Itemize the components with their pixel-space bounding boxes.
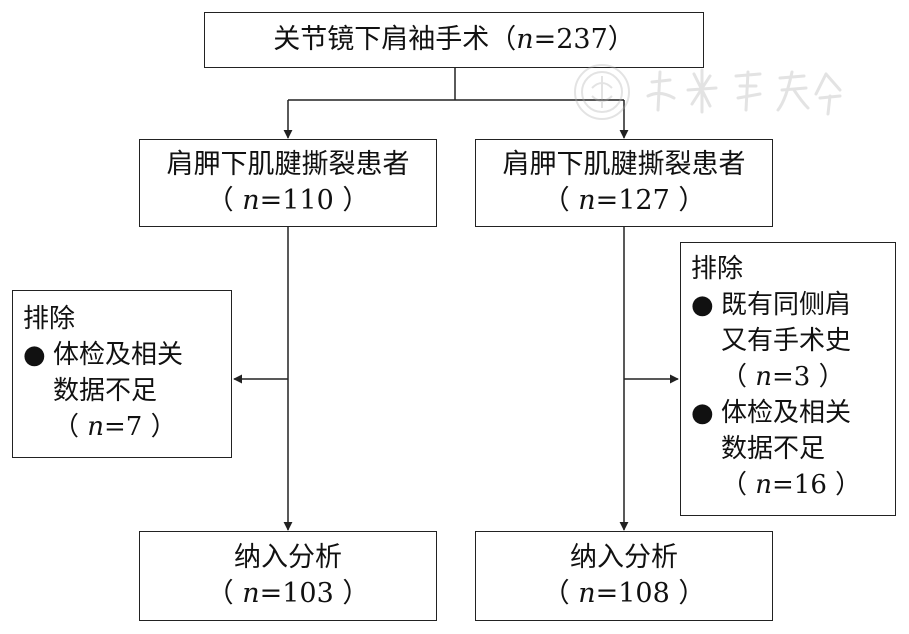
box-right-group: 肩胛下肌腱撕裂患者 （ n=127 ） [475,139,773,227]
bullet-icon: ● [691,398,714,428]
left-exclusion-count: （ n=7 ） [53,412,177,442]
left-exclusion-title: 排除 [23,304,76,334]
box-left-exclusion: 排除 ●体检及相关 数据不足 （ n=7 ） [12,290,232,458]
right-group-count: （ n=127 ） [542,185,706,216]
box-right-exclusion: 排除 ●既有同侧肩 又有手术史 （ n=3 ） ●体检及相关 数据不足 （ n=… [680,242,896,516]
total-label: 关节镜下肩袖手术 [273,24,490,55]
box-left-final: 纳入分析 （ n=103 ） [139,531,437,621]
right-exclusion-count-1: （ n=3 ） [721,362,845,392]
right-exclusion-title: 排除 [691,254,744,284]
total-text: 关节镜下肩袖手术（n=237） [273,24,635,55]
seal-icon [574,64,630,120]
left-final-count: （ n=103 ） [206,578,370,609]
box-right-final: 纳入分析 （ n=108 ） [475,531,773,621]
right-final-label: 纳入分析 [570,542,678,573]
bullet-icon: ● [691,290,714,320]
left-group-label: 肩胛下肌腱撕裂患者 [166,149,410,180]
watermark-logo [574,64,842,120]
right-final-count: （ n=108 ） [542,578,706,609]
left-final-label: 纳入分析 [234,542,342,573]
right-exclusion-count-2: （ n=16 ） [721,470,862,500]
total-n-var: n [516,24,534,55]
bullet-icon: ● [23,340,46,370]
right-group-label: 肩胛下肌腱撕裂患者 [502,149,746,180]
left-group-count: （ n=110 ） [206,185,370,216]
box-left-group: 肩胛下肌腱撕裂患者 （ n=110 ） [139,139,437,227]
total-n-value: =237 [533,24,608,55]
box-total: 关节镜下肩袖手术（n=237） [204,12,704,68]
